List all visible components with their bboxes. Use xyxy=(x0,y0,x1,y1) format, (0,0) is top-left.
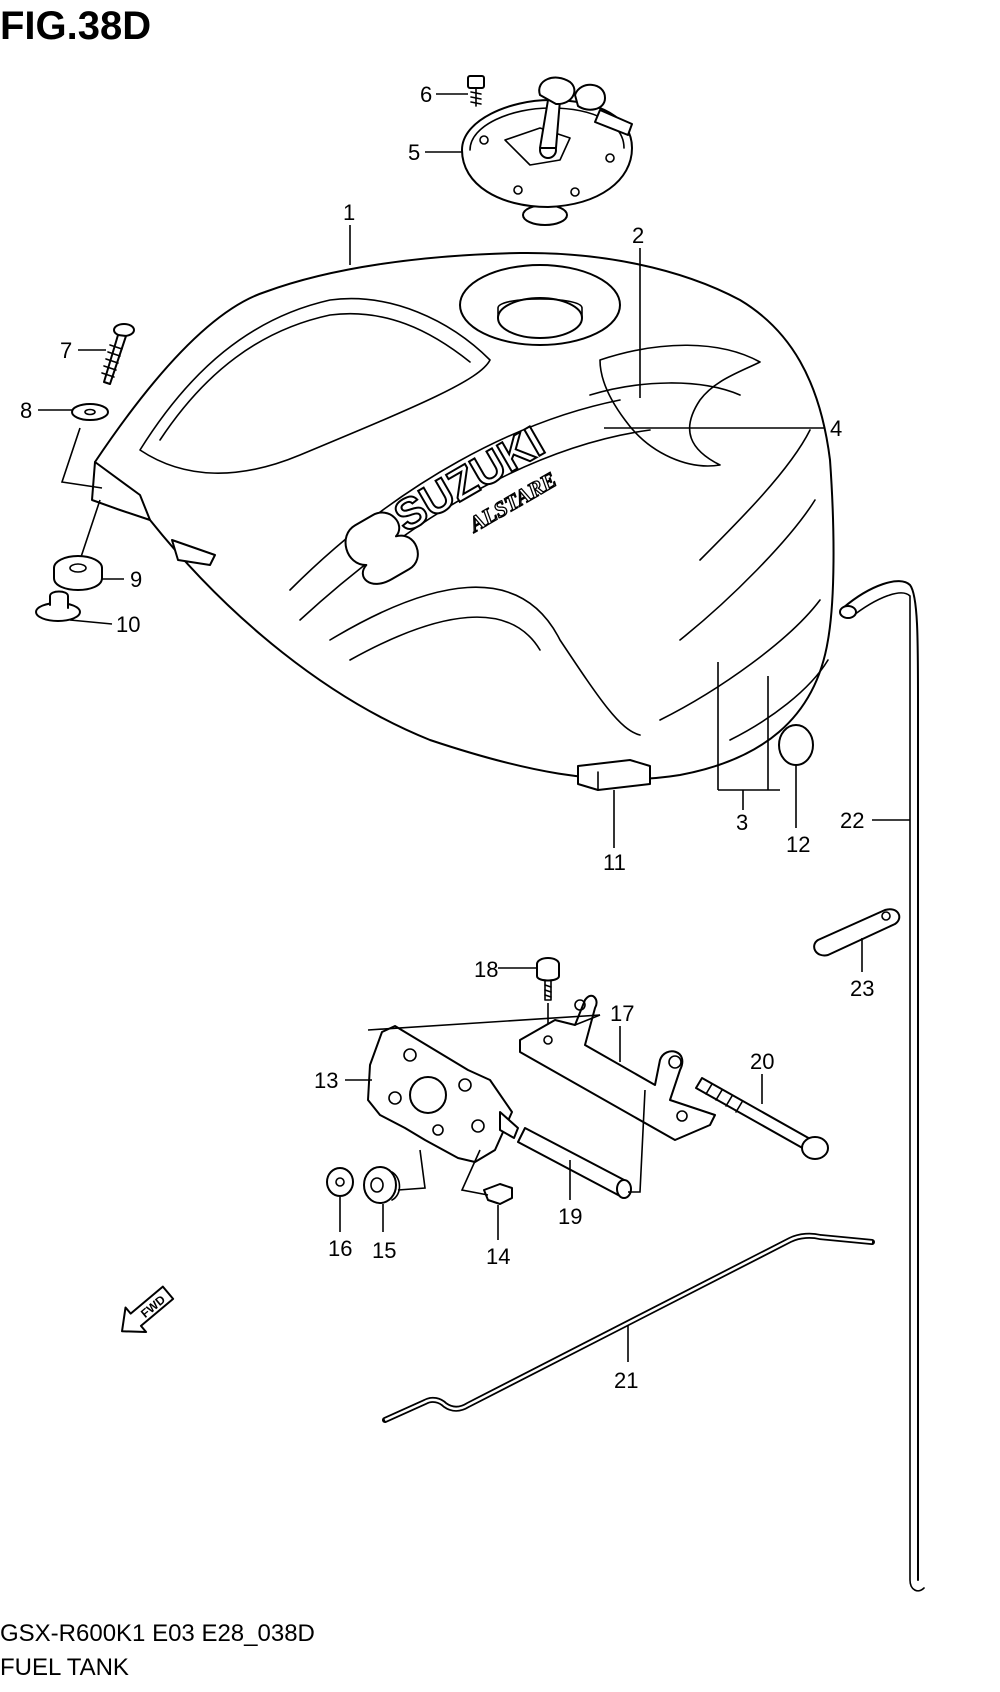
fuel-tank-body: SUZUKI ALSTARE xyxy=(91,251,835,781)
callout-20: 20 xyxy=(750,1049,774,1074)
hose-clamp xyxy=(813,908,901,957)
callout-8: 8 xyxy=(20,398,32,423)
callout-7: 7 xyxy=(60,338,72,363)
callout-19: 19 xyxy=(558,1204,582,1229)
callout-2: 2 xyxy=(632,223,644,248)
front-mount-parts xyxy=(35,323,135,622)
figure-name: FUEL TANK xyxy=(0,1654,129,1681)
figure-title: FIG.38D xyxy=(0,4,152,48)
support-rod-core xyxy=(384,1234,873,1422)
rear-mount-parts xyxy=(326,957,829,1205)
callout-23: 23 xyxy=(850,976,874,1001)
callout-6: 6 xyxy=(420,82,432,107)
callout-1: 1 xyxy=(343,200,355,225)
callout-3: 3 xyxy=(736,810,748,835)
callout-11: 11 xyxy=(603,850,626,875)
callout-numbers: 1 2 3 4 5 6 7 8 9 10 11 12 13 14 15 16 1… xyxy=(20,82,874,1393)
callout-9: 9 xyxy=(130,567,142,592)
callout-21: 21 xyxy=(614,1368,638,1393)
callout-13: 13 xyxy=(314,1068,338,1093)
callout-22: 22 xyxy=(840,808,864,833)
callout-12: 12 xyxy=(786,832,810,857)
callout-16: 16 xyxy=(328,1236,352,1261)
callout-18: 18 xyxy=(474,957,498,982)
cushion-parts xyxy=(577,724,814,791)
forward-arrow: FWD xyxy=(121,1285,175,1333)
callout-15: 15 xyxy=(372,1238,396,1263)
callout-17: 17 xyxy=(610,1001,634,1026)
fuel-cap-assembly xyxy=(461,75,633,226)
figure-code: GSX-R600K1 E03 E28_038D xyxy=(0,1620,315,1647)
callout-4: 4 xyxy=(830,416,842,441)
callout-14: 14 xyxy=(486,1244,510,1269)
breather-hose-outline xyxy=(849,592,925,1592)
leader-lines xyxy=(38,93,910,1362)
breather-hose xyxy=(842,580,919,1581)
suzuki-s-logo xyxy=(344,511,419,585)
callout-10: 10 xyxy=(116,612,140,637)
callout-5: 5 xyxy=(408,140,420,165)
